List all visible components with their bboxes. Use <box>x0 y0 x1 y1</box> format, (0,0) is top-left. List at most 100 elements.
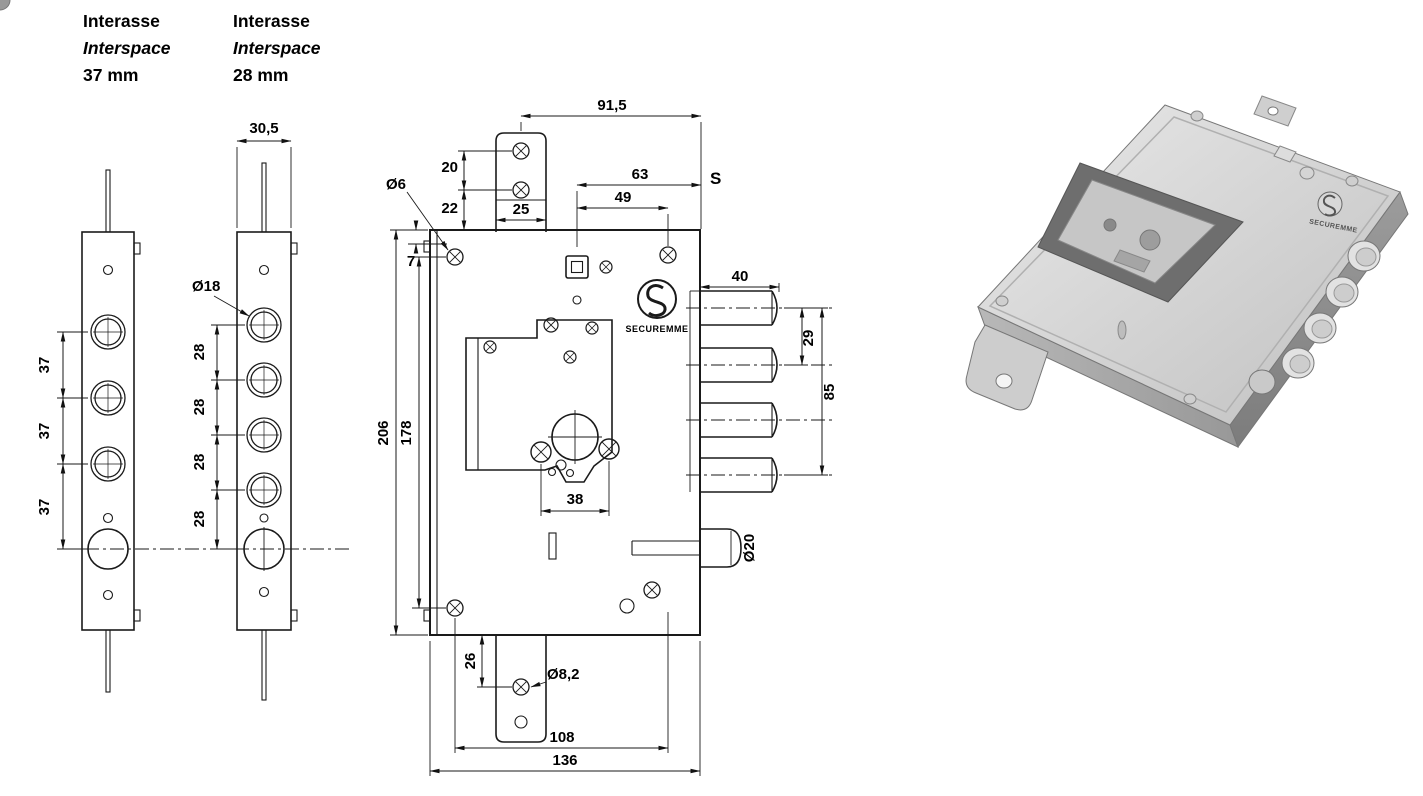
brand-name: SECUREMME <box>625 324 688 334</box>
dim-label-37-2: 37 <box>36 423 53 440</box>
render-slider <box>1113 249 1151 273</box>
dim-label-28-2: 28 <box>191 399 208 416</box>
cylinder-fixing-plate <box>565 255 589 279</box>
dim-label-37-1: 37 <box>36 357 53 374</box>
screw-marker <box>512 678 530 696</box>
screw-marker <box>512 181 530 199</box>
logo-swirl-icon <box>646 284 667 317</box>
hole <box>102 264 114 276</box>
hole <box>258 586 270 598</box>
faceplate-view-28mm: 30,5 Ø18 28 28 28 28 <box>60 120 350 701</box>
deadbolt-hole <box>246 362 282 398</box>
keyhole-bit <box>555 459 567 471</box>
interspace-37-value: 37 mm <box>83 65 139 85</box>
dim-label-20: 20 <box>441 159 458 176</box>
bottom-mounting-tab <box>495 635 547 743</box>
render-slot <box>1117 320 1127 340</box>
dim-label-206: 206 <box>375 420 392 445</box>
latch: Ø20 <box>631 528 758 568</box>
dim-label-178: 178 <box>398 420 415 445</box>
hole <box>258 264 270 276</box>
deadbolt-hole <box>90 314 126 350</box>
dim-label-28-4: 28 <box>191 511 208 528</box>
lock-body <box>429 229 701 636</box>
render-gear <box>1139 229 1161 251</box>
rod-bottom <box>105 629 111 693</box>
dim-label-30-5: 30,5 <box>249 120 278 137</box>
rivet <box>1190 110 1204 122</box>
leader-line <box>406 191 449 251</box>
product-3d-render: SECUREMME <box>0 0 1409 449</box>
dim-label-26: 26 <box>462 653 479 670</box>
interspace-28-value: 28 mm <box>233 65 289 85</box>
dim-label-22: 22 <box>441 200 458 217</box>
interspace-28-title: Interasse <box>233 11 310 31</box>
render-latch-knob <box>1248 369 1276 395</box>
gearbox-mechanism <box>465 317 620 483</box>
plate-tab <box>290 242 298 255</box>
dim-label-85: 85 <box>821 384 838 401</box>
dim-label-29: 29 <box>800 330 817 347</box>
faceplate-body <box>81 231 135 631</box>
plate-tab <box>133 609 141 622</box>
dim-label-40: 40 <box>732 268 749 285</box>
plate-tab <box>133 242 141 255</box>
rivet <box>1183 393 1197 405</box>
faceplate-view-37mm: 37 37 37 <box>36 169 141 693</box>
screw-marker <box>512 142 530 160</box>
deadbolt-hole <box>90 446 126 482</box>
rod-top <box>261 162 267 233</box>
deadbolt-hole <box>246 417 282 453</box>
dim-label-dia8-2: Ø8,2 <box>547 666 580 683</box>
rod-bottom <box>261 629 267 701</box>
hole <box>102 589 114 601</box>
interspace-28-header: Interasse Interspace 28 mm <box>233 8 321 89</box>
keyhole-bit <box>565 468 575 478</box>
deadbolt-hole <box>246 472 282 508</box>
plate-tab <box>423 240 431 253</box>
dim-label-38: 38 <box>567 491 584 508</box>
dim-label-136: 136 <box>552 752 577 769</box>
render-flange-hole <box>995 373 1013 389</box>
edge-reference-label: S <box>710 169 721 188</box>
interspace-37-title: Interasse <box>83 11 160 31</box>
hole <box>619 598 635 614</box>
interspace-37-header: Interasse Interspace 37 mm <box>83 8 171 89</box>
render-deadbolts <box>1248 240 1381 395</box>
dim-label-91-5: 91,5 <box>597 97 626 114</box>
render-flange <box>965 324 1049 411</box>
interspace-28-subtitle: Interspace <box>233 38 321 58</box>
leader-line <box>530 681 547 688</box>
hole <box>102 512 114 524</box>
rod-top <box>105 169 111 233</box>
interspace-37-subtitle: Interspace <box>83 38 171 58</box>
dim-label-dia20: Ø20 <box>741 534 758 562</box>
hole <box>572 295 582 305</box>
plate-tab <box>290 609 298 622</box>
render-button <box>1273 145 1297 163</box>
dim-label-49: 49 <box>615 189 632 206</box>
slot <box>548 532 557 560</box>
cylinder-fixing-plate-inner <box>570 260 584 274</box>
render-pin <box>1103 218 1117 232</box>
lock-body-drawing: 25 20 22 91,5 63 49 S Ø6 7 206 178 <box>375 97 838 776</box>
deadbolt-hole <box>246 307 282 343</box>
hole <box>514 715 528 729</box>
plate-tab <box>423 609 431 622</box>
rivet <box>995 295 1009 307</box>
dim-label-25: 25 <box>513 201 530 218</box>
dim-label-dia6: Ø6 <box>386 176 406 193</box>
deadbolt-hole <box>90 380 126 416</box>
render-button <box>1299 166 1315 180</box>
deadbolts <box>686 290 832 493</box>
logo-swirl-icon <box>1322 194 1337 217</box>
dim-label-63: 63 <box>632 166 649 183</box>
dim-label-28-1: 28 <box>191 344 208 361</box>
top-mounting-tab <box>495 132 547 232</box>
securemme-logo: SECUREMME <box>625 279 688 334</box>
hole <box>259 513 269 523</box>
latch-head <box>700 528 742 568</box>
render-tab-hole <box>1267 106 1279 116</box>
rivet <box>1345 175 1359 187</box>
